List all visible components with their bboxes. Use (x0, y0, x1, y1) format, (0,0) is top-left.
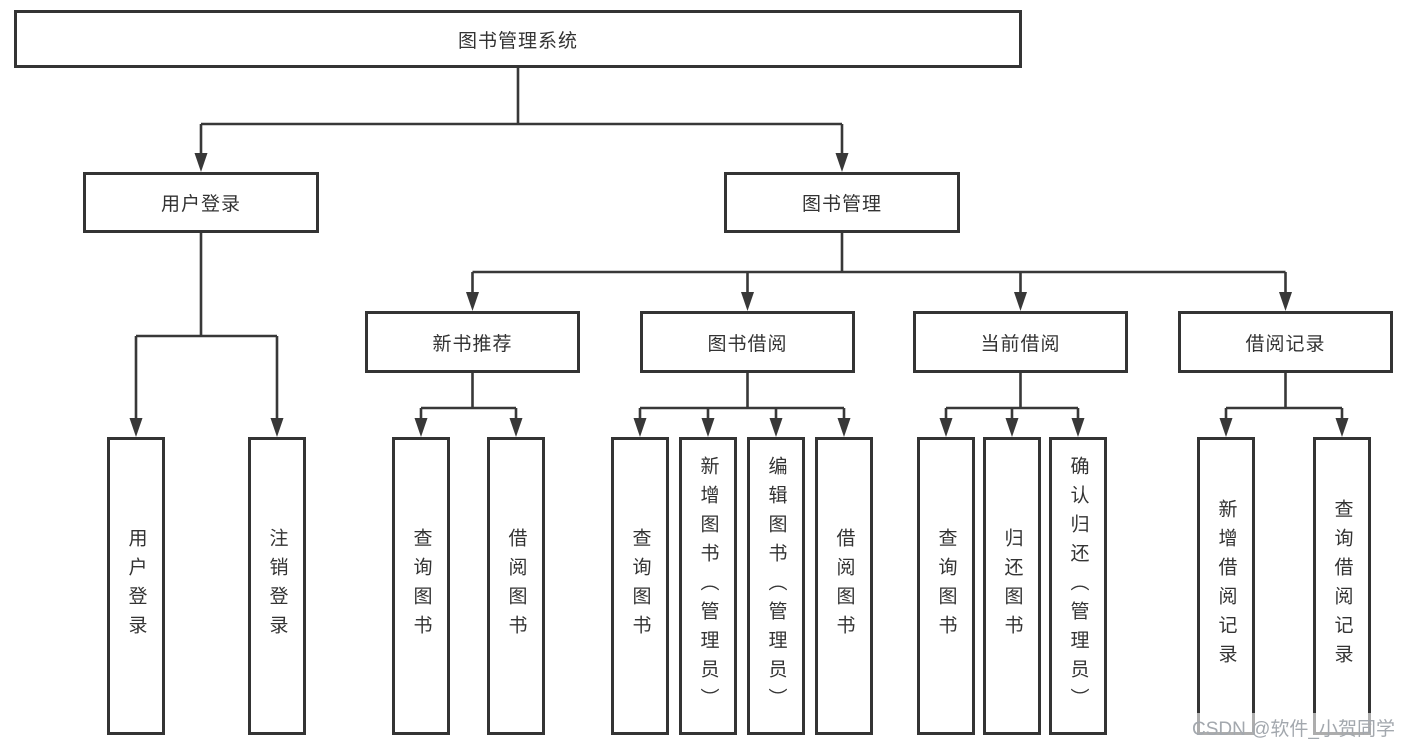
connector-book-borrowing-to-leaves (633, 373, 851, 437)
leaf-borrow-books: 借阅图书 (815, 437, 873, 735)
arrowhead-icon (1335, 418, 1349, 437)
leaf-return-books: 归还图书 (983, 437, 1041, 735)
connector-borrowing-records-to-leaves (1219, 373, 1349, 437)
arrowhead-icon (509, 418, 523, 437)
arrowhead-icon (741, 292, 754, 311)
arrowhead-icon (701, 418, 715, 437)
arrowhead-icon (939, 418, 953, 437)
node-new-book-recommend: 新书推荐 (365, 311, 580, 373)
node-user-login: 用户登录 (83, 172, 319, 233)
leaf-add-book-admin: 新增图书（管理员） (679, 437, 737, 735)
node-book-borrowing: 图书借阅 (640, 311, 855, 373)
arrowhead-icon (769, 418, 783, 437)
leaf-query-books-borrowing: 查询图书 (611, 437, 669, 735)
connector-new-book-recommend-to-leaves (414, 373, 523, 437)
node-current-borrowing-label: 当前借阅 (980, 333, 1061, 355)
arrowhead-icon (129, 418, 143, 437)
leaf-borrow-books-recommend-label: 借阅图书 (505, 528, 527, 644)
arrowhead-icon (466, 292, 479, 311)
leaf-borrow-books-label: 借阅图书 (833, 528, 855, 644)
leaf-query-books-borrowing-label: 查询图书 (629, 528, 651, 644)
leaf-edit-book-admin-label: 编辑图书（管理员） (765, 455, 787, 717)
connector-user-login-to-leaves (129, 233, 284, 437)
node-user-login-label: 用户登录 (160, 194, 241, 215)
arrowhead-icon (1219, 418, 1233, 437)
leaf-query-borrow-record: 查询借阅记录 (1313, 437, 1371, 735)
leaf-borrow-books-recommend: 借阅图书 (487, 437, 545, 735)
node-current-borrowing: 当前借阅 (913, 311, 1128, 373)
arrowhead-icon (414, 418, 428, 437)
leaf-query-books-recommend-label: 查询图书 (410, 528, 432, 644)
arrowhead-icon (270, 418, 284, 437)
leaf-query-borrow-record-label: 查询借阅记录 (1331, 499, 1353, 673)
node-library-management-system-label: 图书管理系统 (457, 30, 578, 52)
leaf-add-borrow-record-label: 新增借阅记录 (1215, 499, 1237, 673)
leaf-user-login-label: 用户登录 (125, 528, 147, 644)
leaf-logout-label: 注销登录 (266, 528, 288, 644)
leaf-confirm-return-admin-label: 确认归还（管理员） (1067, 455, 1089, 717)
arrowhead-icon (1071, 418, 1085, 437)
node-book-borrowing-label: 图书借阅 (707, 333, 788, 355)
leaf-confirm-return-admin: 确认归还（管理员） (1049, 437, 1107, 735)
node-new-book-recommend-label: 新书推荐 (432, 333, 513, 355)
node-borrowing-records: 借阅记录 (1178, 311, 1393, 373)
leaf-add-borrow-record: 新增借阅记录 (1197, 437, 1255, 735)
leaf-edit-book-admin: 编辑图书（管理员） (747, 437, 805, 735)
leaf-logout: 注销登录 (248, 437, 306, 735)
arrowhead-icon (194, 153, 208, 172)
node-book-management-label: 图书管理 (801, 194, 882, 215)
arrowhead-icon (1014, 292, 1027, 311)
arrowhead-icon (837, 418, 851, 437)
arrowhead-icon (835, 153, 849, 172)
node-borrowing-records-label: 借阅记录 (1245, 333, 1326, 355)
leaf-return-books-label: 归还图书 (1001, 528, 1023, 644)
node-book-management: 图书管理 (724, 172, 960, 233)
arrowhead-icon (633, 418, 647, 437)
arrowhead-icon (1279, 292, 1292, 311)
connector-current-borrowing-to-leaves (939, 373, 1085, 437)
leaf-query-books-current: 查询图书 (917, 437, 975, 735)
leaf-query-books-recommend: 查询图书 (392, 437, 450, 735)
node-library-management-system: 图书管理系统 (14, 10, 1022, 68)
connector-book-management-to-level3 (466, 233, 1292, 311)
csdn-watermark: CSDN @软件_小贺同学 (1186, 713, 1401, 742)
leaf-user-login: 用户登录 (107, 437, 165, 735)
connector-root-to-level2 (194, 68, 849, 172)
leaf-query-books-current-label: 查询图书 (935, 528, 957, 644)
arrowhead-icon (1005, 418, 1019, 437)
leaf-add-book-admin-label: 新增图书（管理员） (697, 455, 719, 717)
